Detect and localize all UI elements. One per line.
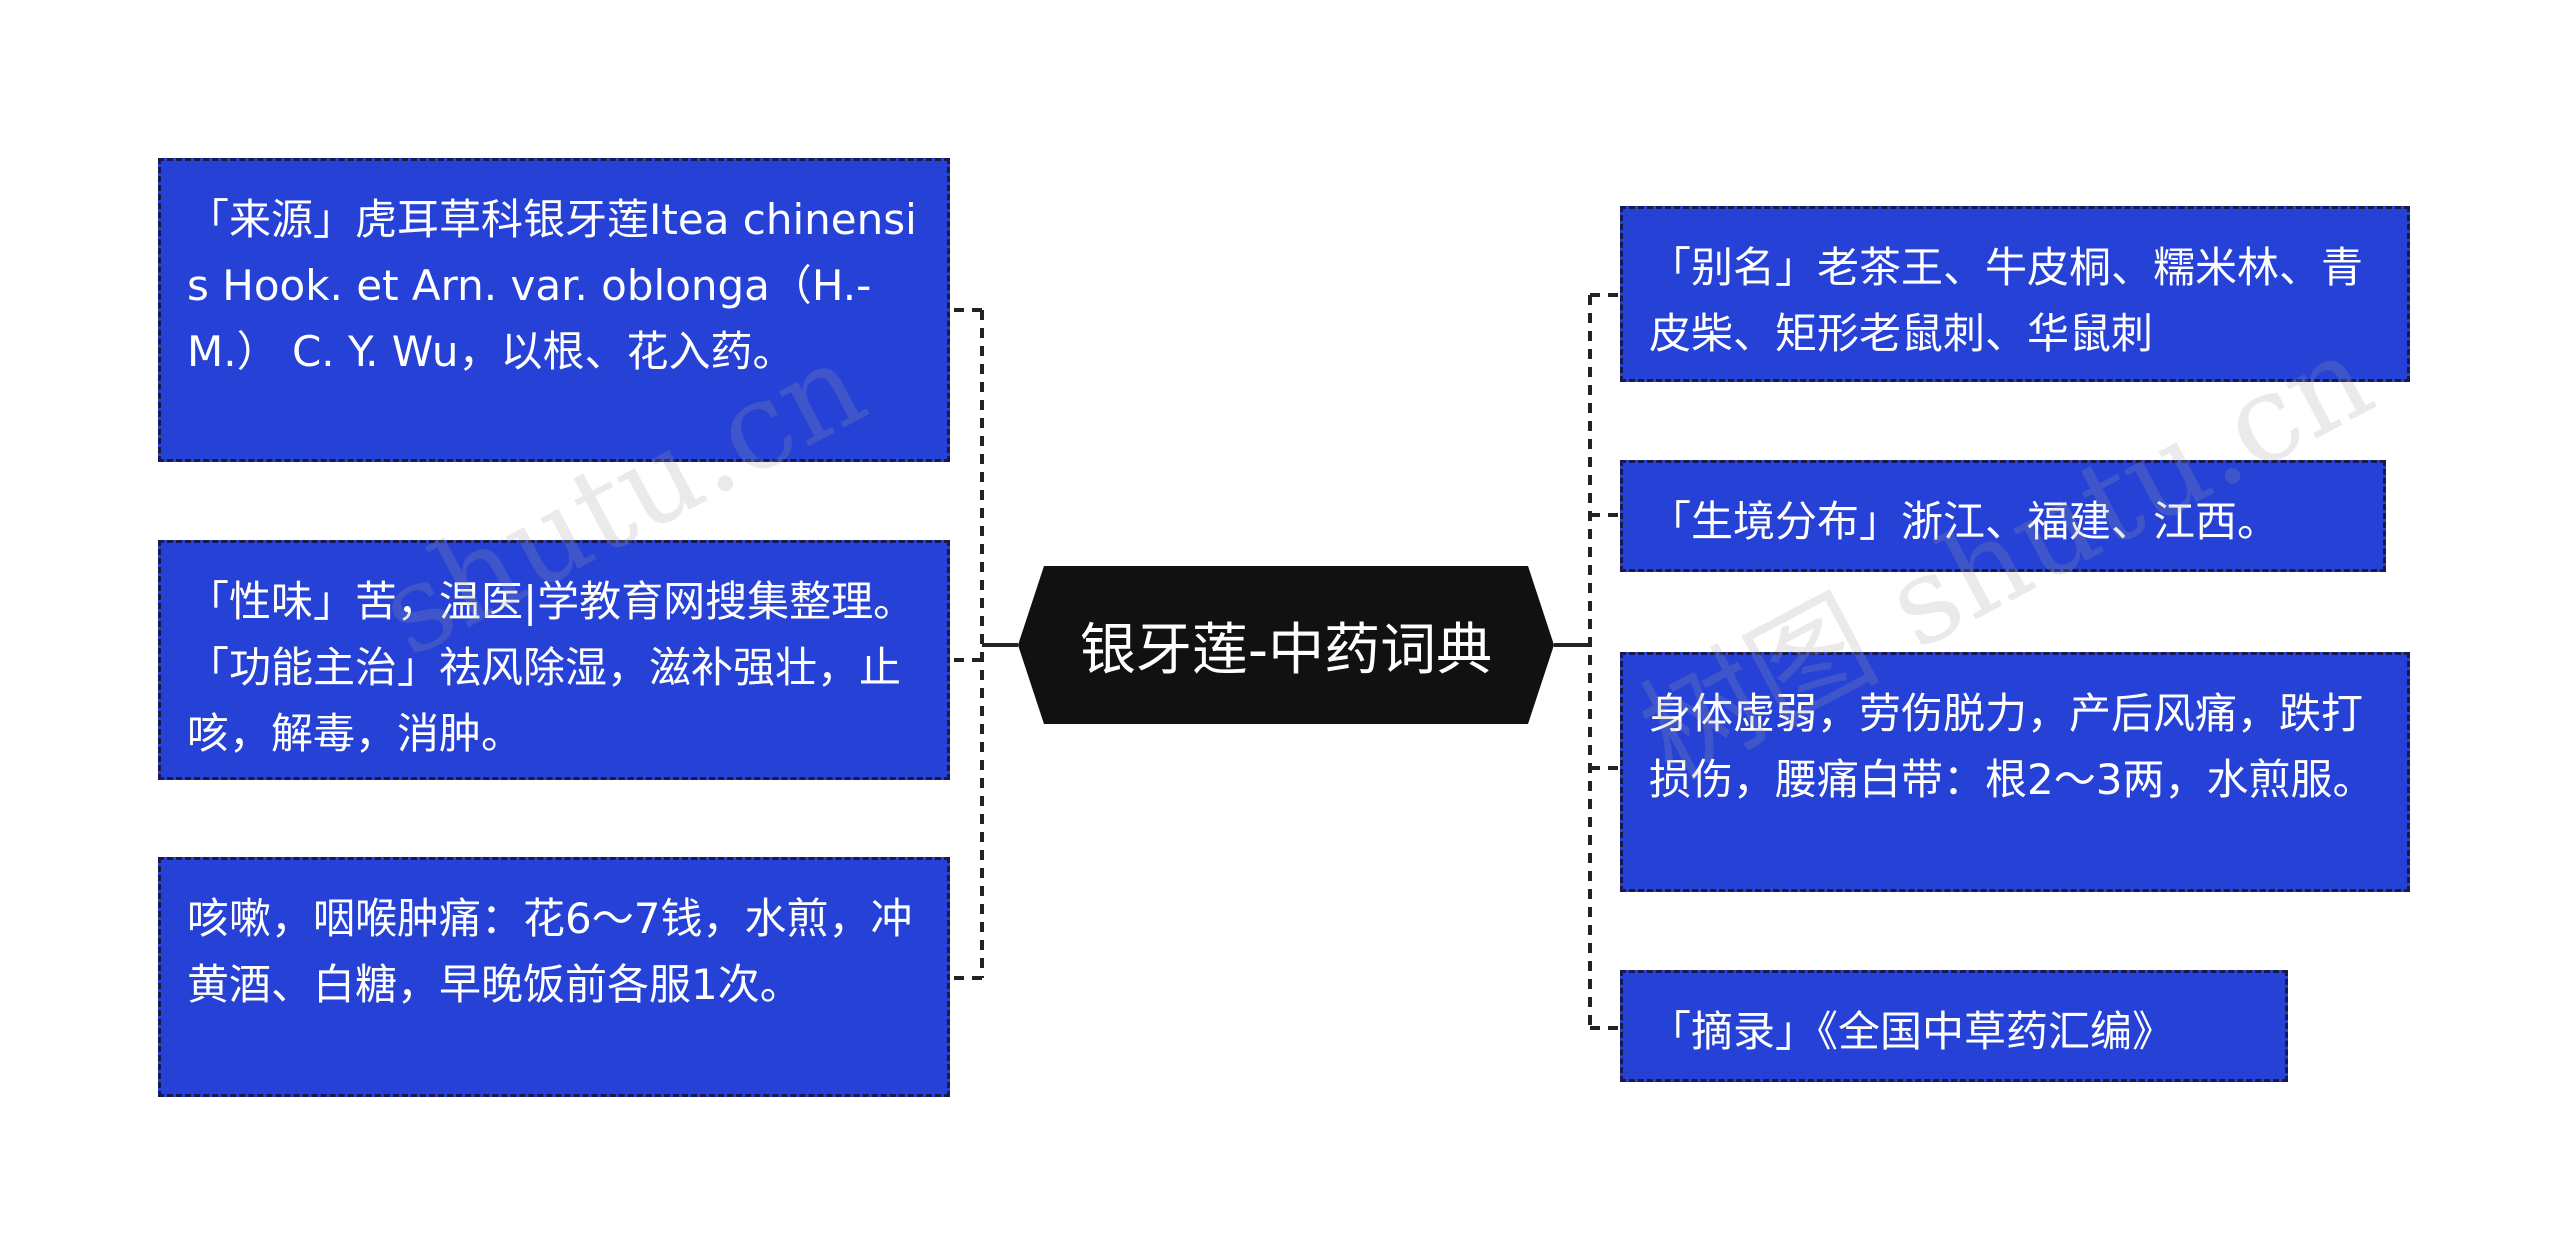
node-weakness-recipe[interactable]: 身体虚弱，劳伤脱力，产后风痛，跌打损伤，腰痛白带：根2～3两，水煎服。 [1620,652,2410,892]
center-topic[interactable]: 银牙莲-中药词典 [1018,566,1554,724]
center-title: 银牙莲-中药词典 [1079,617,1493,683]
right-connectors [1554,293,1622,1030]
node-nature-function-text: 「性味」苦，温医|学教育网搜集整理。「功能主治」祛风除湿，滋补强壮，止咳，解毒，… [187,577,916,758]
node-source-text: 「来源」虎耳草科银牙莲Itea chinensis Hook. et Arn. … [187,195,917,376]
node-habitat-text: 「生境分布」浙江、福建、江西。 [1649,497,2280,546]
node-habitat[interactable]: 「生境分布」浙江、福建、江西。 [1620,460,2386,572]
center-hexagon [1018,566,1554,724]
node-source[interactable]: 「来源」虎耳草科银牙莲Itea chinensis Hook. et Arn. … [158,158,950,462]
node-alias-text: 「别名」老茶王、牛皮桐、糯米林、青皮柴、矩形老鼠刺、华鼠刺 [1649,243,2364,358]
node-excerpt[interactable]: 「摘录」《全国中草药汇编》 [1620,970,2288,1082]
node-cough-recipe-text: 咳嗽，咽喉肿痛：花6～7钱，水煎，冲黄酒、白糖，早晚饭前各服1次。 [187,894,913,1009]
node-weakness-recipe-text: 身体虚弱，劳伤脱力，产后风痛，跌打损伤，腰痛白带：根2～3两，水煎服。 [1649,689,2375,804]
node-nature-function[interactable]: 「性味」苦，温医|学教育网搜集整理。「功能主治」祛风除湿，滋补强壮，止咳，解毒，… [158,540,950,780]
node-excerpt-text: 「摘录」《全国中草药汇编》 [1649,1007,2175,1056]
node-alias[interactable]: 「别名」老茶王、牛皮桐、糯米林、青皮柴、矩形老鼠刺、华鼠刺 [1620,206,2410,382]
node-cough-recipe[interactable]: 咳嗽，咽喉肿痛：花6～7钱，水煎，冲黄酒、白糖，早晚饭前各服1次。 [158,857,950,1097]
left-connectors [948,308,1018,980]
